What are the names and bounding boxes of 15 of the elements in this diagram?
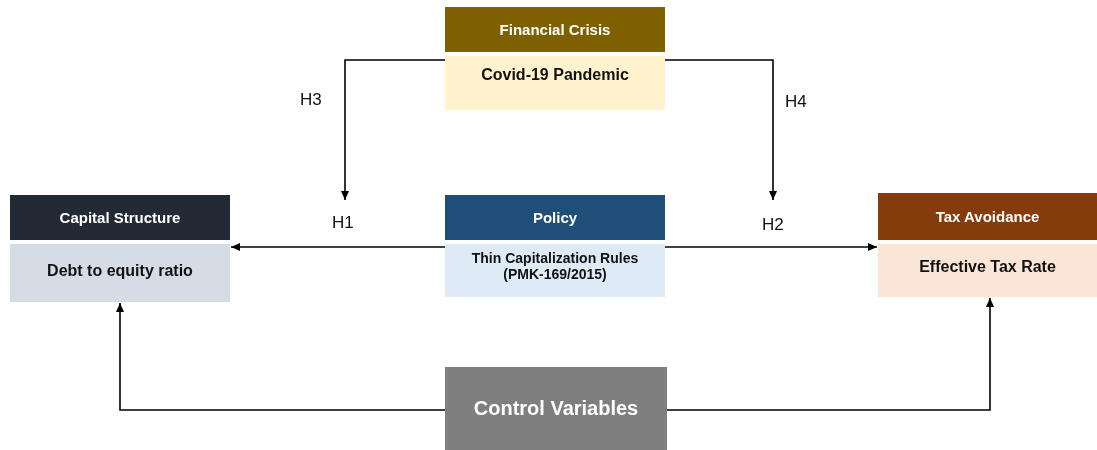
arrow xyxy=(341,59,446,201)
variable-header: Policy xyxy=(445,195,665,240)
arrow xyxy=(230,243,446,251)
variable-body: Thin Capitalization Rules (PMK-169/2015) xyxy=(445,244,665,297)
variable-header: Capital Structure xyxy=(10,195,230,240)
arrow xyxy=(664,243,878,251)
arrow xyxy=(664,59,777,201)
variable-body: Effective Tax Rate xyxy=(878,244,1097,297)
arrow xyxy=(666,297,994,411)
variable-body: Covid-19 Pandemic xyxy=(445,56,665,110)
variable-box: Control Variables xyxy=(445,367,667,450)
variable-header: Financial Crisis xyxy=(445,7,665,52)
arrow xyxy=(116,302,446,411)
variable-body: Debt to equity ratio xyxy=(10,244,230,302)
variable-header: Tax Avoidance xyxy=(878,193,1097,240)
